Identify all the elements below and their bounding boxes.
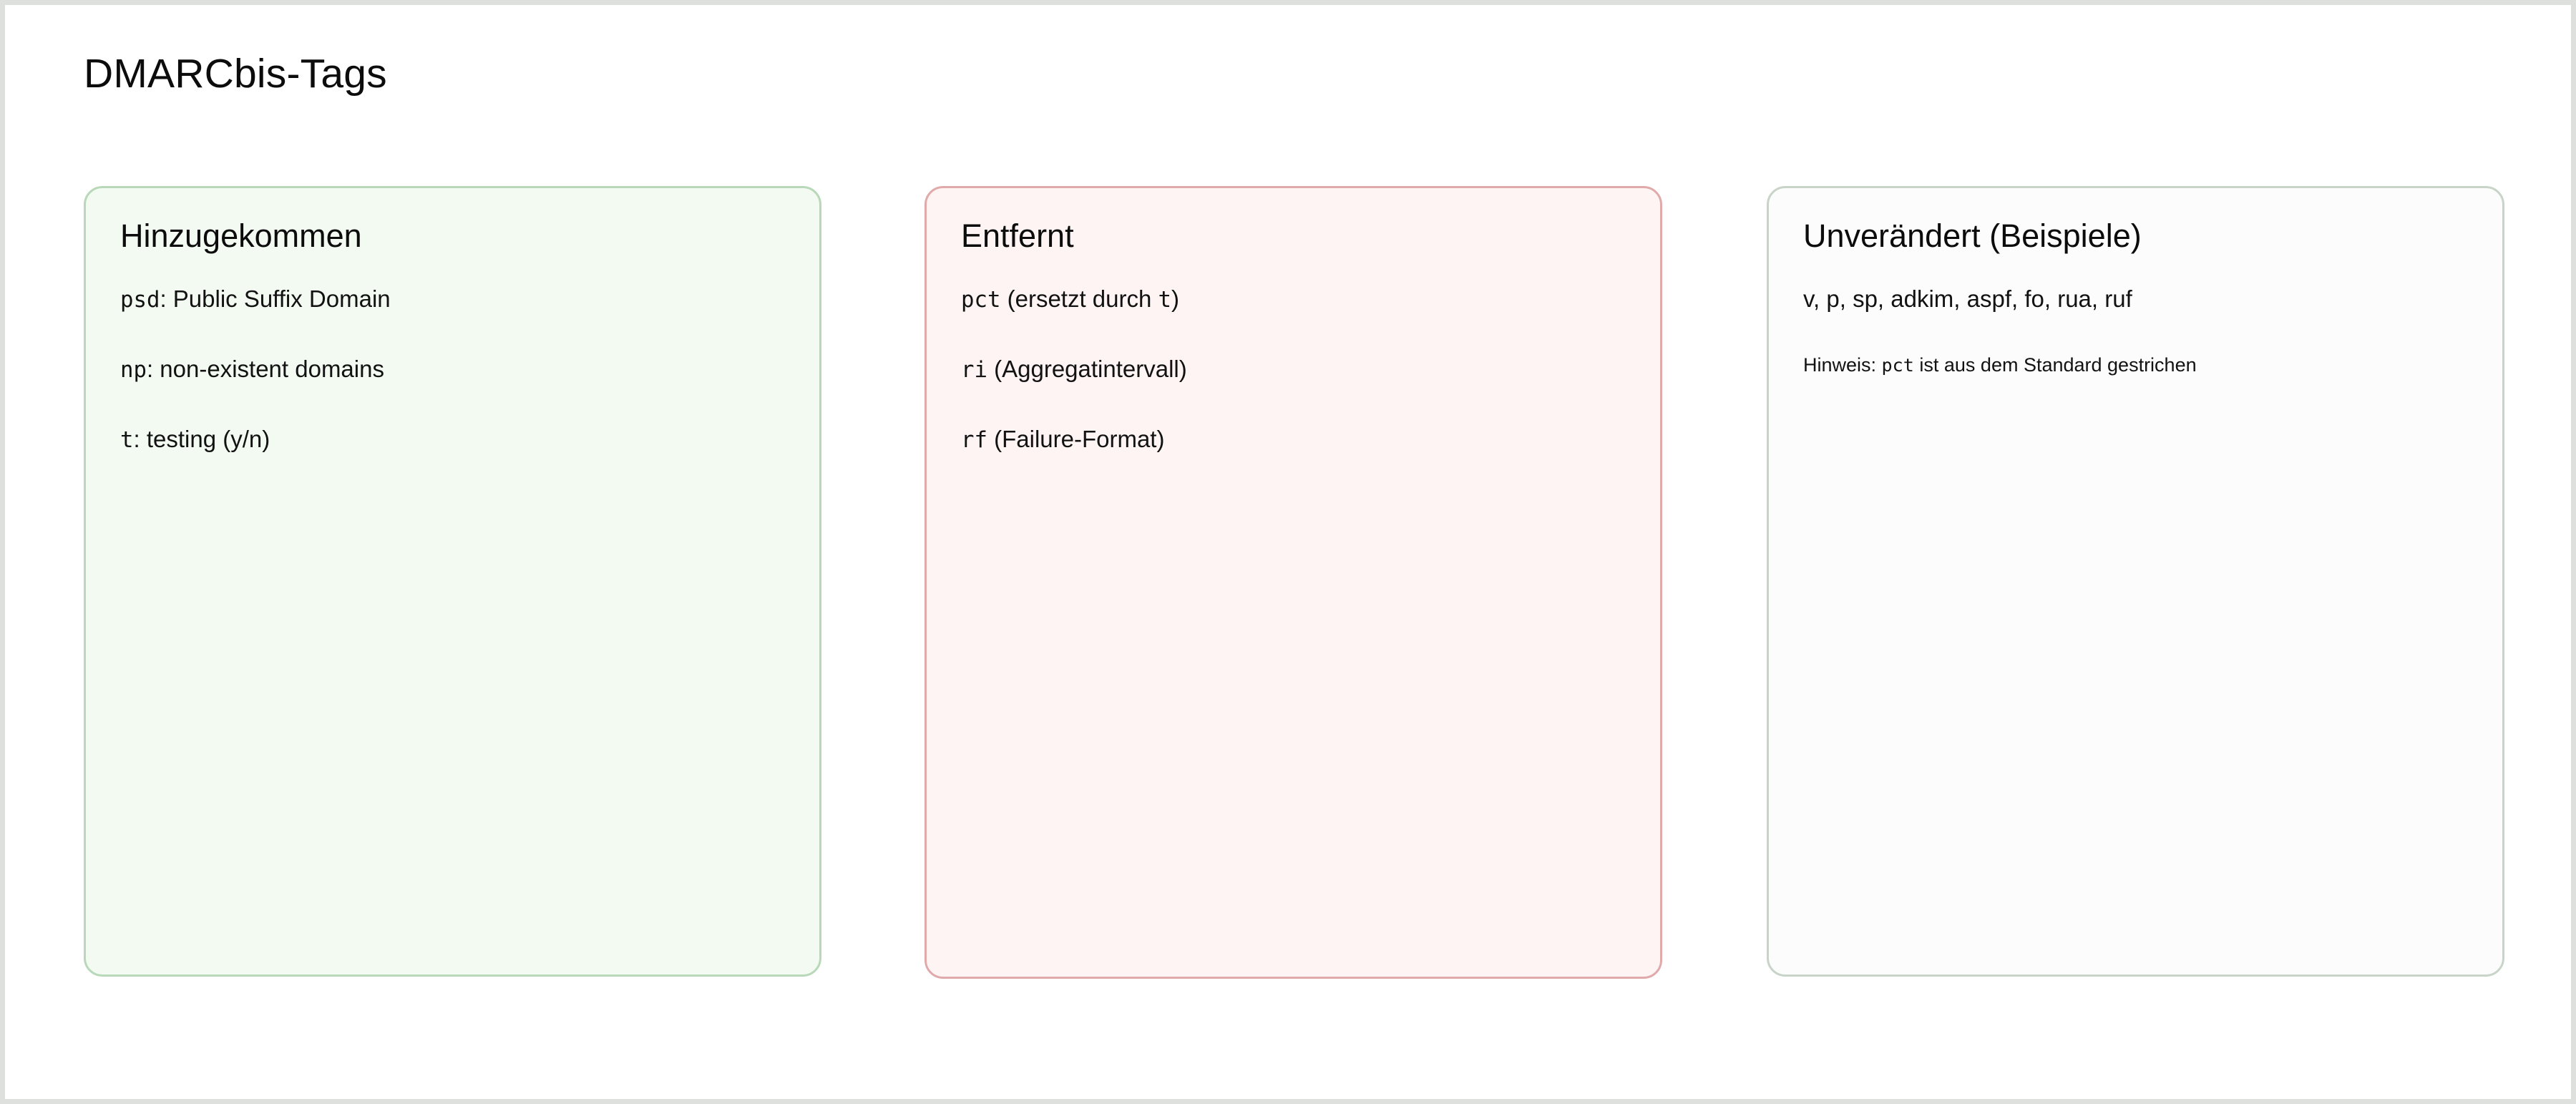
list-item: t: testing (y/n) — [120, 424, 788, 456]
tag-desc: : non-existent domains — [146, 356, 384, 382]
card-removed-heading: Entfernt — [961, 218, 1074, 254]
tag-desc: v, p, sp, adkim, aspf, fo, rua, ruf — [1803, 285, 2132, 312]
list-item: np: non-existent domains — [120, 354, 788, 386]
list-item: v, p, sp, adkim, aspf, fo, rua, ruf — [1803, 284, 2471, 314]
card-grid: Hinzugekommen psd: Public Suffix Domain … — [84, 186, 2504, 980]
tag-code-secondary: t — [1158, 288, 1171, 313]
list-item: pct (ersetzt durch t) — [961, 284, 1629, 316]
tag-desc: (ersetzt durch — [1000, 285, 1158, 312]
note-prefix: Hinweis: — [1803, 354, 1882, 376]
card-removed[interactable]: Entfernt pct (ersetzt durch t) ri (Aggre… — [924, 186, 1662, 979]
list-item-note: Hinweis: pct ist aus dem Standard gestri… — [1803, 353, 2471, 378]
tag-desc: (Failure-Format) — [987, 426, 1165, 452]
card-unchanged[interactable]: Unverändert (Beispiele) v, p, sp, adkim,… — [1767, 186, 2504, 977]
tag-code: psd — [120, 288, 160, 313]
card-added-list: psd: Public Suffix Domain np: non-existe… — [120, 284, 788, 456]
tag-code: t — [120, 428, 134, 453]
page-title: DMARCbis-Tags — [84, 51, 387, 97]
card-unchanged-heading: Unverändert (Beispiele) — [1803, 218, 2142, 254]
tag-code: rf — [961, 428, 987, 453]
list-item: rf (Failure-Format) — [961, 424, 1629, 456]
tag-code: np — [120, 358, 147, 383]
note-suffix: ist aus dem Standard gestrichen — [1913, 354, 2197, 376]
list-item: psd: Public Suffix Domain — [120, 284, 788, 316]
tag-desc: (Aggregatintervall) — [987, 356, 1187, 382]
tag-code: pct — [1881, 355, 1914, 376]
tag-desc: : testing (y/n) — [133, 426, 270, 452]
tag-code: ri — [961, 358, 987, 383]
card-removed-list: pct (ersetzt durch t) ri (Aggregatinterv… — [961, 284, 1629, 456]
card-unchanged-list: v, p, sp, adkim, aspf, fo, rua, ruf Hinw… — [1803, 284, 2471, 378]
tag-desc: : Public Suffix Domain — [160, 285, 391, 312]
card-added-heading: Hinzugekommen — [120, 218, 362, 254]
card-added[interactable]: Hinzugekommen psd: Public Suffix Domain … — [84, 186, 821, 977]
list-item: ri (Aggregatintervall) — [961, 354, 1629, 386]
tag-desc-tail: ) — [1171, 285, 1179, 312]
tag-code: pct — [961, 288, 1001, 313]
